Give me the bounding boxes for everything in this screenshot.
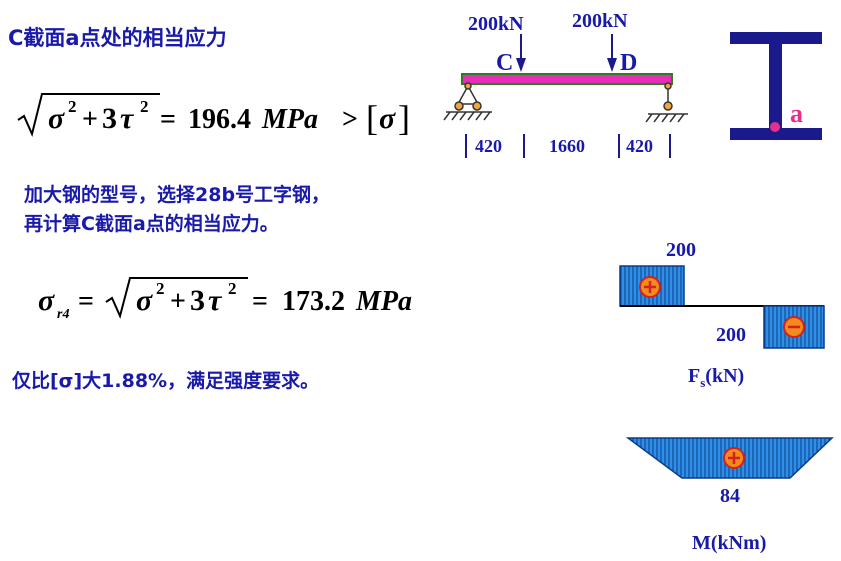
- shear-force-diagram: 200 200 Fs(kN): [619, 239, 825, 390]
- formula-equivalent-stress-1: σ 2 + 3 τ 2 = 196.4 MPa > [ σ ]: [17, 93, 410, 138]
- moment-diagram: 84 M(kNm): [625, 437, 834, 554]
- svg-text:3: 3: [102, 102, 117, 135]
- svg-text:+: +: [82, 104, 98, 135]
- shear-bottom-value: 200: [716, 324, 746, 346]
- moment-value: 84: [720, 485, 740, 507]
- roller-support-icon: [645, 82, 688, 123]
- formula-equivalent-stress-2: σ r4 = σ 2 + 3 τ 2 = 173.2 MPa: [38, 277, 412, 322]
- point-a-marker: [770, 122, 780, 132]
- arrow-down-icon: [607, 34, 617, 72]
- svg-text:σ: σ: [379, 102, 396, 135]
- svg-text:2: 2: [68, 97, 77, 116]
- svg-text:+: +: [170, 286, 186, 317]
- shear-label: Fs(kN): [688, 365, 744, 390]
- svg-text:r4: r4: [57, 307, 69, 322]
- i-beam-section: a: [730, 32, 822, 140]
- beam-body: [461, 73, 673, 85]
- formula1-unit: MPa: [261, 104, 318, 135]
- pin-support-icon: [443, 82, 492, 121]
- svg-text:2: 2: [140, 97, 149, 116]
- shear-top-value: 200: [666, 239, 696, 261]
- page-title: C截面a点处的相当应力: [8, 26, 227, 50]
- plus-sign-icon: [639, 276, 661, 298]
- formula2-unit: MPa: [355, 286, 412, 317]
- svg-text:2: 2: [228, 279, 237, 298]
- point-d-label: D: [620, 50, 637, 76]
- svg-text:3: 3: [190, 284, 205, 317]
- svg-text:=: =: [252, 286, 268, 317]
- plus-sign-icon: [723, 447, 745, 469]
- svg-text:=: =: [78, 286, 94, 317]
- formula1-value: 196.4: [188, 104, 251, 135]
- svg-text:σ: σ: [38, 284, 55, 317]
- svg-text:>: >: [342, 104, 358, 135]
- svg-text:σ: σ: [136, 284, 153, 317]
- dim-middle: 1660: [549, 136, 585, 156]
- conclusion-text: 仅比[σ]大1.88%，满足强度要求。: [12, 370, 320, 392]
- arrow-down-icon: [516, 34, 526, 72]
- svg-text:]: ]: [398, 98, 410, 138]
- point-c-label: C: [496, 50, 513, 76]
- load-right-label: 200kN: [572, 10, 628, 32]
- beam-diagram: 200kN 200kN C D: [443, 10, 688, 158]
- svg-text:=: =: [160, 104, 176, 135]
- point-a-label: a: [790, 99, 803, 128]
- minus-sign-icon: [783, 316, 805, 338]
- moment-label: M(kNm): [692, 532, 766, 554]
- load-left-label: 200kN: [468, 13, 524, 35]
- text-line-1: 加大钢的型号，选择28b号工字钢，: [24, 184, 331, 206]
- svg-text:σ: σ: [48, 102, 65, 135]
- dim-left: 420: [475, 136, 502, 156]
- text-select-steel: 加大钢的型号，选择28b号工字钢， 再计算C截面a点的相当应力。: [24, 181, 330, 239]
- svg-text:τ: τ: [120, 102, 135, 135]
- dim-right: 420: [626, 136, 653, 156]
- svg-text:[: [: [366, 98, 378, 138]
- svg-text:τ: τ: [208, 284, 223, 317]
- text-line-2: 再计算C截面a点的相当应力。: [24, 213, 279, 235]
- formula2-value: 173.2: [282, 286, 345, 317]
- svg-text:2: 2: [156, 279, 165, 298]
